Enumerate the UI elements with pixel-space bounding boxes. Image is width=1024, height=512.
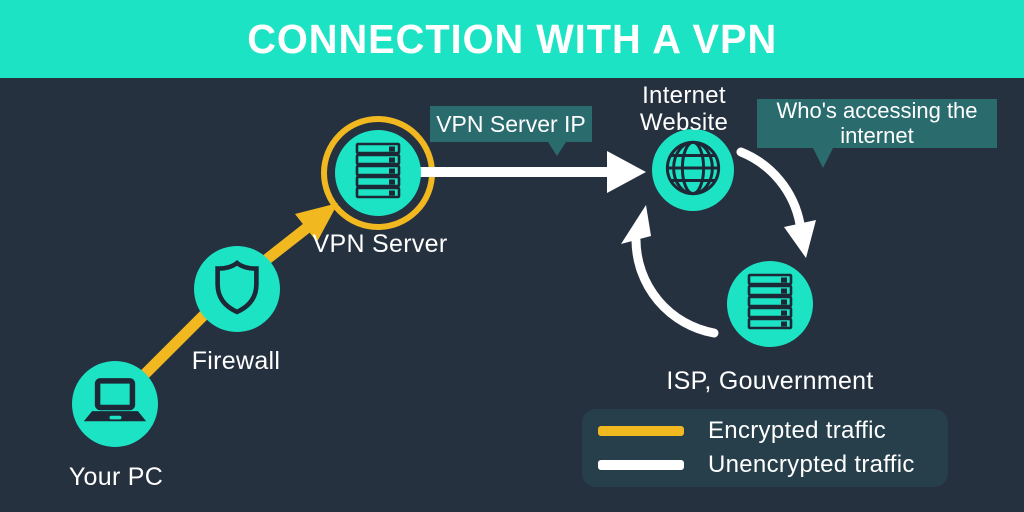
legend-item-encrypted: Encrypted traffic bbox=[582, 417, 948, 444]
encrypted-swatch-icon bbox=[598, 426, 684, 436]
isp-government-node bbox=[727, 261, 813, 347]
vpn-server-label: VPN Server bbox=[312, 230, 448, 258]
server-icon bbox=[355, 142, 401, 205]
firewall-node bbox=[194, 246, 280, 332]
server-icon bbox=[747, 273, 793, 336]
arc-arrowhead-down-icon bbox=[784, 220, 816, 258]
encrypted-legend-label: Encrypted traffic bbox=[708, 417, 887, 444]
unencrypted-arrowhead-icon bbox=[607, 151, 646, 193]
vpn-server-node bbox=[335, 130, 421, 216]
arc-arrowhead-up-icon bbox=[621, 205, 651, 244]
shield-icon bbox=[213, 259, 261, 320]
your-pc-label: Your PC bbox=[68, 463, 164, 491]
globe-icon bbox=[663, 138, 723, 203]
firewall-label: Firewall bbox=[191, 347, 281, 375]
header-banner: CONNECTION WITH A VPN bbox=[0, 0, 1024, 78]
legend: Encrypted traffic Unencrypted traffic bbox=[582, 409, 948, 487]
internet-website-node bbox=[652, 129, 734, 211]
whos-accessing-text: Who's accessing the internet bbox=[776, 98, 978, 148]
unencrypted-legend-label: Unencrypted traffic bbox=[708, 451, 915, 478]
isp-to-website-arc bbox=[631, 235, 719, 338]
website-to-isp-arc bbox=[736, 147, 805, 229]
page-title: CONNECTION WITH A VPN bbox=[246, 15, 778, 62]
laptop-icon bbox=[82, 377, 148, 431]
legend-item-unencrypted: Unencrypted traffic bbox=[582, 451, 948, 478]
your-pc-node bbox=[72, 361, 158, 447]
vpn-server-ip-text: VPN Server IP bbox=[436, 110, 586, 137]
whos-accessing-callout: Who's accessing the internet bbox=[757, 98, 997, 168]
unencrypted-swatch-icon bbox=[598, 460, 684, 470]
isp-government-label: ISP, Gouvernment bbox=[666, 367, 874, 395]
vpn-server-ip-callout: VPN Server IP bbox=[430, 106, 592, 156]
internet-website-label: Internet Website bbox=[639, 82, 729, 136]
encrypted-arrowhead-icon bbox=[295, 203, 338, 242]
